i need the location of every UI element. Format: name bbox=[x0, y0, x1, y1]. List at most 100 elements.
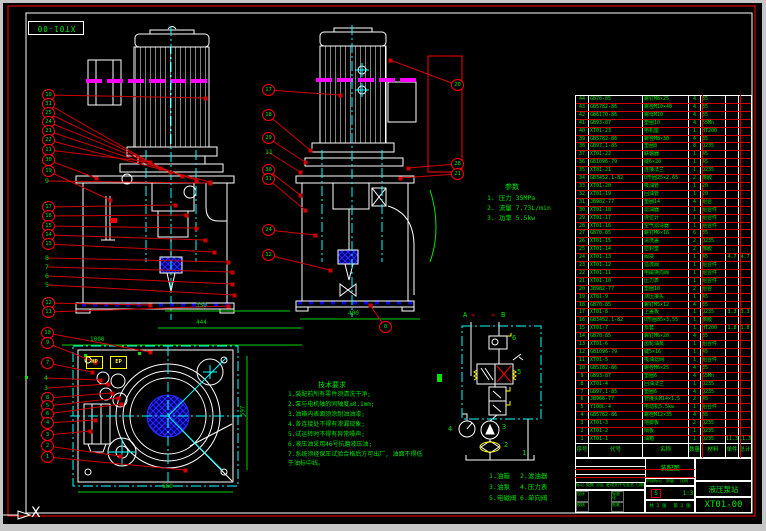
bom-cell: 螺钉M6×16 bbox=[643, 230, 689, 238]
bom-cell: 43 bbox=[576, 103, 589, 111]
bom-cell: XT01-12 bbox=[589, 262, 643, 269]
bom-cell bbox=[726, 206, 739, 214]
bom-cell: 45 bbox=[701, 151, 726, 159]
bom-cell: 11.32 bbox=[726, 435, 739, 443]
bom-cell bbox=[726, 190, 739, 198]
bom-cell: Q235 bbox=[701, 388, 726, 396]
bom-cell bbox=[726, 333, 739, 341]
bom-cell: 吸油滤网 bbox=[643, 356, 689, 364]
bom-cell bbox=[726, 364, 739, 372]
stage-mark: S bbox=[651, 489, 661, 498]
bom-cell: 36 bbox=[576, 159, 589, 167]
bom-cell bbox=[726, 293, 739, 301]
bom-cell: GB1096-79 bbox=[589, 159, 643, 167]
bom-cell: 45 bbox=[701, 396, 726, 404]
bom-cell: 管接头M14×1.5 bbox=[643, 396, 689, 404]
bom-cell bbox=[726, 175, 739, 182]
sign-cell bbox=[637, 491, 644, 502]
bom-cell: 组合件 bbox=[701, 404, 726, 412]
sign-cell bbox=[589, 491, 602, 502]
table-rule bbox=[702, 95, 703, 458]
bom-cell: XT01-8 bbox=[589, 309, 643, 317]
window-border-right bbox=[762, 0, 766, 531]
bom-cell: 齿轮油泵 bbox=[643, 341, 689, 348]
bom-cell: 滤油器 bbox=[643, 206, 689, 214]
port-label-b: B bbox=[501, 311, 506, 319]
column-header: 序号 bbox=[576, 444, 589, 457]
bom-cell bbox=[726, 372, 739, 380]
bom-cell: HT200 bbox=[701, 127, 726, 135]
bom-cell: 2 bbox=[689, 238, 701, 246]
bom-cell: 1 bbox=[689, 277, 701, 285]
part-balloon: 8 bbox=[45, 254, 49, 262]
bom-cell: 螺栓M10×40 bbox=[643, 103, 689, 111]
bom-cell bbox=[726, 135, 739, 143]
bom-cell: XT01-6 bbox=[589, 341, 643, 348]
dimension-label: 400 bbox=[348, 310, 359, 317]
bom-cell: 26 bbox=[576, 238, 589, 246]
bom-cell: 45 bbox=[701, 293, 726, 301]
sign-cell bbox=[602, 502, 611, 513]
revision-header: 标记 bbox=[576, 482, 584, 487]
bom-cell: 34 bbox=[576, 175, 589, 182]
bom-cell bbox=[726, 246, 739, 254]
legend-item: 5.电磁阀 bbox=[489, 494, 517, 502]
bom-cell: 5 bbox=[576, 404, 589, 412]
part-balloon: 5 bbox=[45, 281, 49, 289]
bom-cell: 4 bbox=[689, 119, 701, 127]
dimension-label: 444 bbox=[196, 319, 207, 326]
part-balloon: 19 bbox=[42, 165, 55, 177]
bom-cell: 1 bbox=[689, 309, 701, 317]
bom-cell: 4 bbox=[689, 103, 701, 111]
bom-cell: 1 bbox=[689, 356, 701, 364]
part-balloon: 1 bbox=[41, 451, 54, 463]
revision-rule bbox=[575, 477, 695, 478]
bom-cell: 螺钉M8×25 bbox=[643, 96, 689, 103]
bom-cell: XT01-19 bbox=[589, 190, 643, 198]
tech-note: 6.液压油采用46号抗磨液压油; bbox=[288, 441, 373, 448]
bom-cell: 4 bbox=[689, 198, 701, 206]
bom-cell: 1 bbox=[689, 206, 701, 214]
bom-cell: 1 bbox=[576, 435, 589, 443]
bom-cell: 压力表 bbox=[643, 277, 689, 285]
bom-cell: 电磁换向阀 bbox=[643, 269, 689, 277]
bom-cell: 4 bbox=[689, 135, 701, 143]
bom-cell: GB5782-86 bbox=[589, 412, 643, 420]
bom-cell bbox=[726, 317, 739, 325]
table-rule bbox=[740, 95, 741, 458]
dimension-label: 660 bbox=[162, 483, 173, 490]
part-balloon: 28 bbox=[451, 158, 464, 170]
revision-rule bbox=[575, 469, 695, 470]
bom-cell bbox=[726, 238, 739, 246]
bom-cell: JB982-77 bbox=[589, 198, 643, 206]
bom-cell: 2 bbox=[689, 396, 701, 404]
bom-cell: 螺母M10 bbox=[643, 111, 689, 119]
legend-item: 6.单向阀 bbox=[520, 494, 548, 502]
revision-header: 签名 bbox=[626, 482, 634, 487]
bom-cell: 电动机5.5kw bbox=[643, 404, 689, 412]
bom-cell: 1 bbox=[689, 317, 701, 325]
bom-cell bbox=[726, 262, 739, 269]
bom-cell bbox=[726, 428, 739, 435]
parts-list-header: 序号 代号 名称 数量 材料 单件 总计 bbox=[575, 444, 752, 458]
bom-cell: 4 bbox=[689, 412, 701, 420]
param-item: 3. 功率 5.5kw bbox=[487, 214, 536, 222]
bom-cell: 8 bbox=[689, 143, 701, 151]
bom-cell bbox=[726, 269, 739, 277]
bom-cell: O形圈25×2.65 bbox=[643, 175, 689, 182]
bom-cell: 测压接头 bbox=[643, 293, 689, 301]
